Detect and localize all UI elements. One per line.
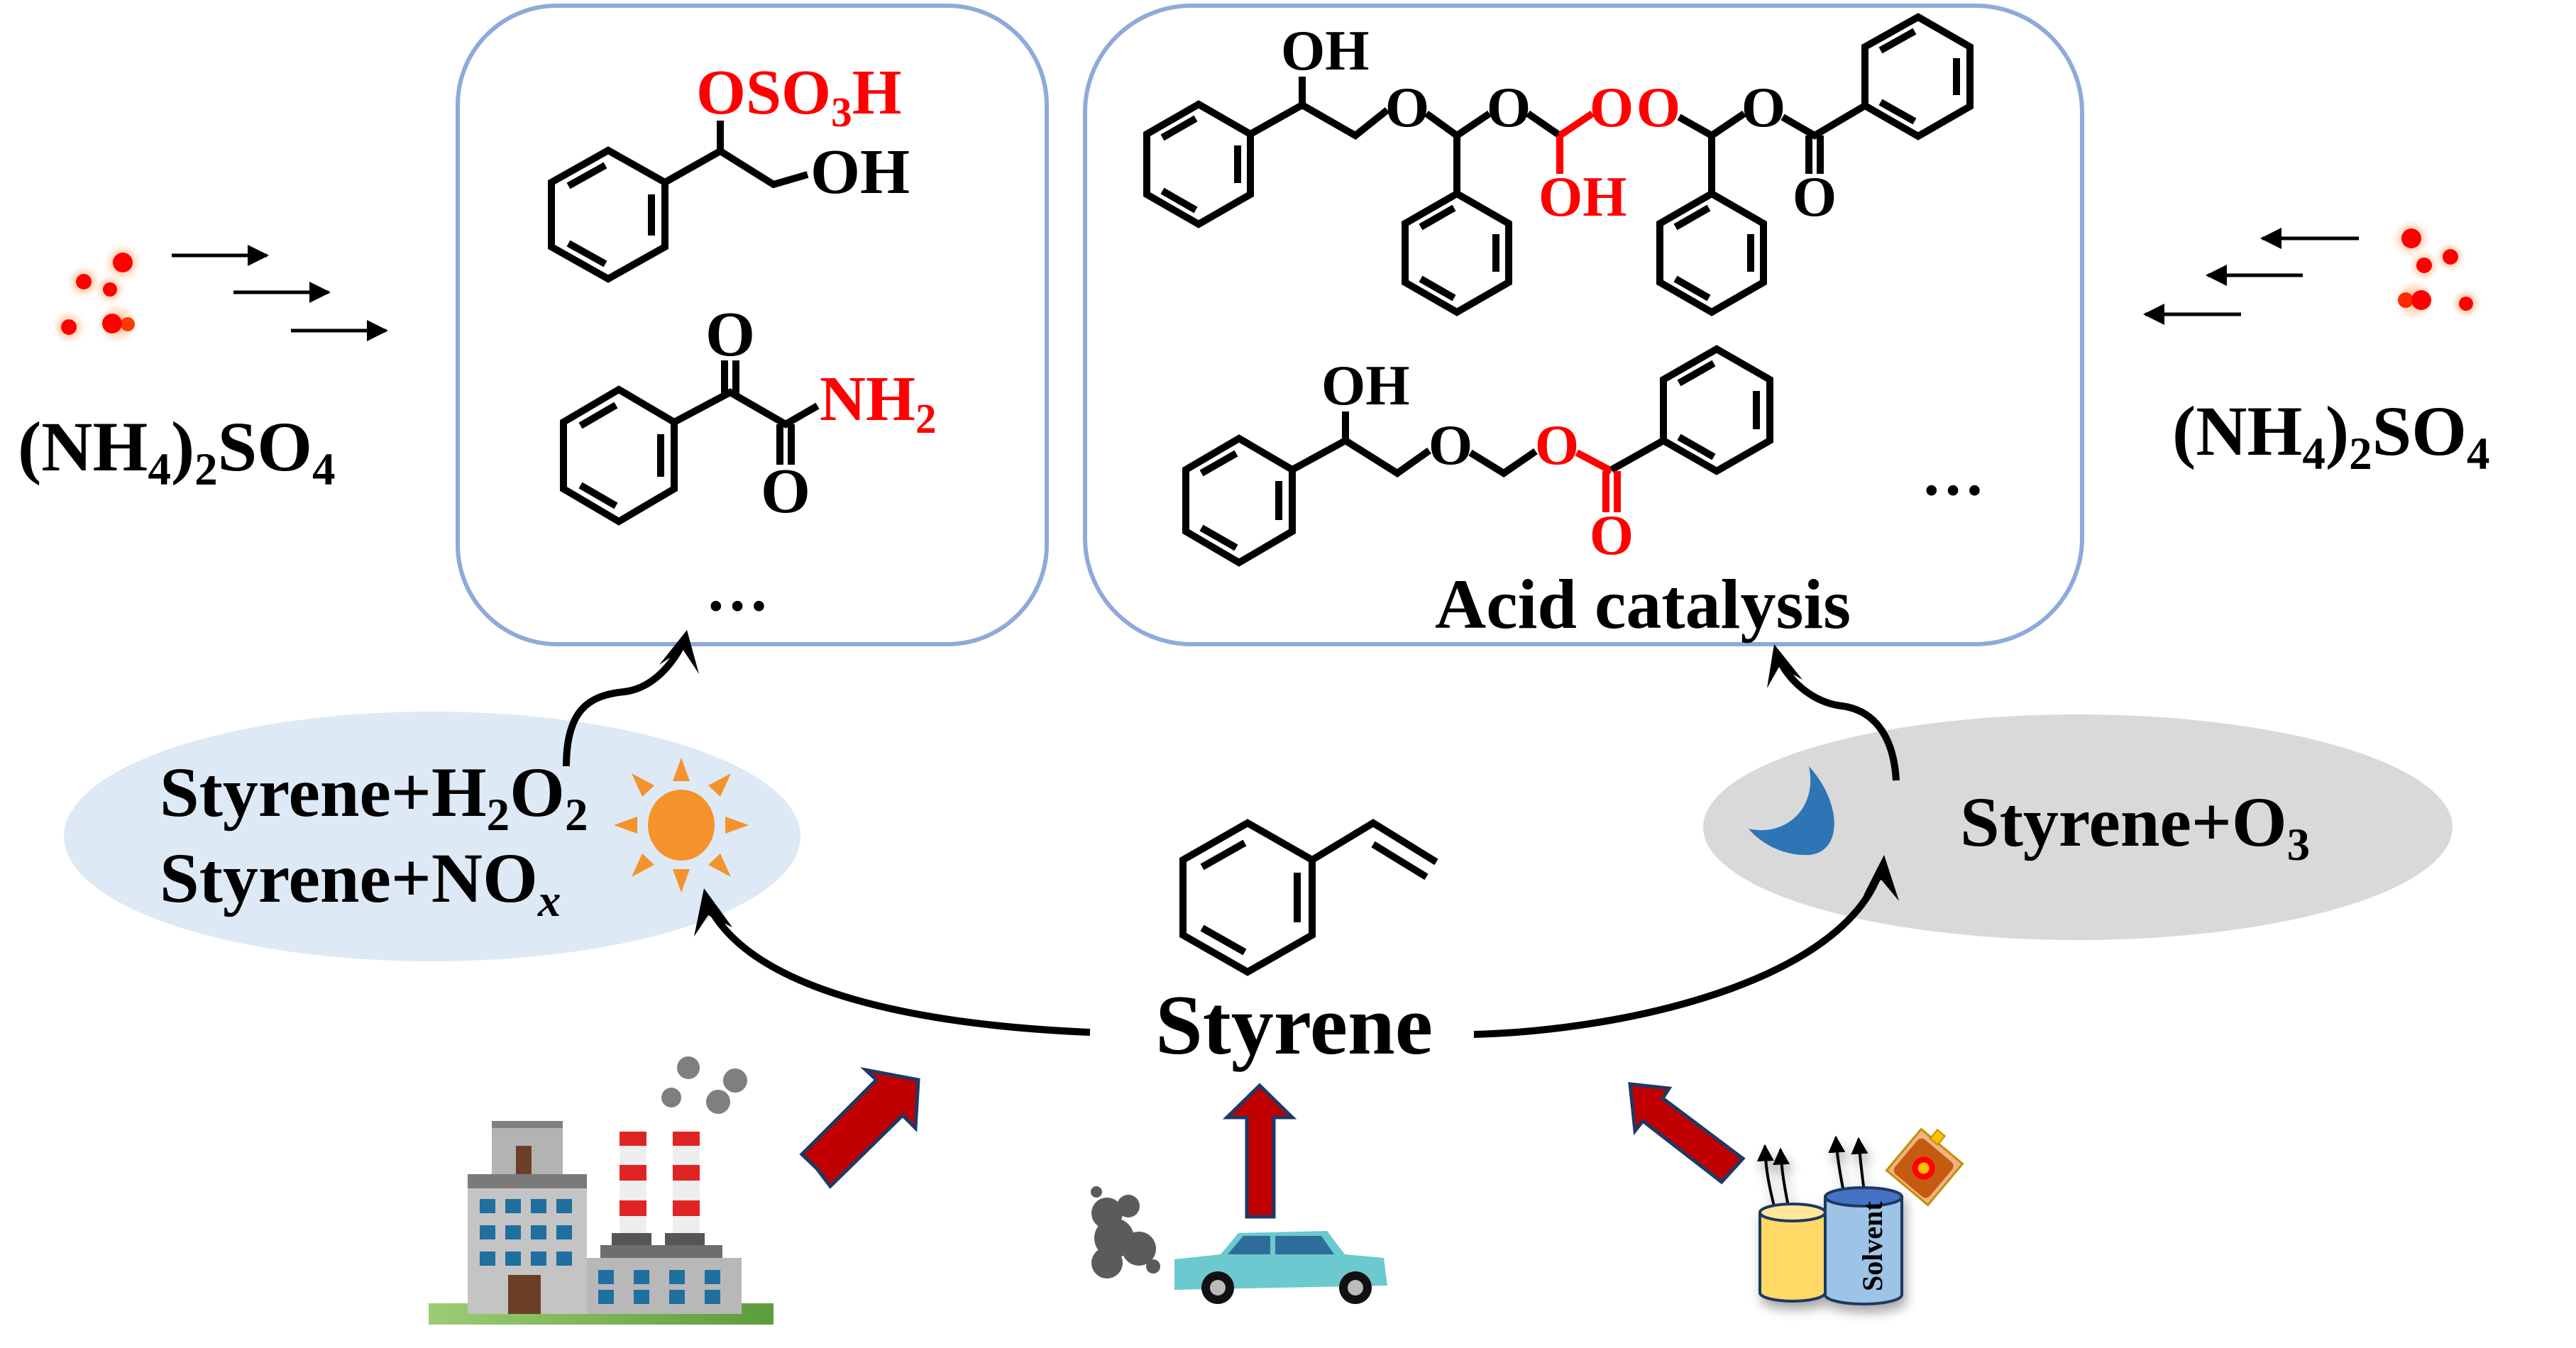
- particle-cluster-icon: [2390, 217, 2483, 323]
- photooxidation-products-box: OSO3H OH O O NH2 …: [456, 4, 1049, 646]
- chimney: [673, 1132, 700, 1234]
- left-ammonium-sulfate-source: (NH4)2SO4: [18, 241, 388, 495]
- formula-text: (NH: [2172, 392, 2302, 470]
- carbonyl-oxygen-label: O: [1793, 166, 1837, 228]
- formula-subscript: 2: [915, 395, 937, 442]
- ether-oxygen-label: O: [1385, 77, 1429, 139]
- ester-oxygen-label: O: [1535, 414, 1579, 477]
- to-daytime-pathway-arrow: [705, 902, 1091, 1036]
- hydroxyl-label: OH: [810, 137, 910, 207]
- solvent-emission-arrow: [1628, 1082, 1746, 1185]
- inflow-arrows-right: [2143, 228, 2359, 325]
- vehicle-emission-arrow: [1222, 1083, 1297, 1219]
- ozonolysis-products-box: OH O O O O OH O O: [1083, 4, 2084, 646]
- products-box-frame: [1083, 4, 2084, 646]
- right-ammonium-sulfate-label: (NH4)2SO4: [2172, 392, 2490, 480]
- sun-icon: [614, 758, 749, 893]
- solvent-can-icon: Solvent: [1756, 1135, 1903, 1305]
- carbonyl-oxygen-label: O: [1590, 504, 1634, 567]
- formula-text: Styrene+H: [160, 753, 487, 832]
- phenylglyoxylamide-molecule: O O NH2: [560, 299, 937, 526]
- styrene-label: Styrene: [1155, 978, 1433, 1072]
- formula-subscript: 4: [148, 444, 171, 495]
- oligomer-molecule: OH O O O O OH O O: [1143, 13, 1974, 316]
- formula-text: OSO: [696, 57, 831, 128]
- smoke-icon: [661, 1056, 747, 1114]
- organosulfate-molecule: OSO3H OH: [548, 57, 910, 283]
- styrene-structure: [1179, 819, 1438, 976]
- arrowhead-icon: [694, 888, 732, 937]
- fuel-can-icon: [1885, 1127, 1964, 1207]
- formula-subscript: 2: [2349, 429, 2372, 480]
- industry-emission-arrow: [799, 1066, 920, 1189]
- formula-text: ): [171, 407, 194, 486]
- formula-text: SO: [2372, 392, 2467, 470]
- chimney: [620, 1132, 646, 1234]
- hydroxyl-label: OH: [1321, 355, 1409, 417]
- car-icon: [1091, 1186, 1387, 1304]
- styrene-nox-label: Styrene+NOx: [160, 839, 561, 927]
- amide-oxygen-label: O: [761, 456, 810, 526]
- nighttime-oxidation-pathway: Styrene+O3: [1703, 714, 2453, 940]
- formula-text: NH: [820, 364, 915, 434]
- arrowhead-icon: [659, 630, 699, 674]
- acid-catalysis-caption: Acid catalysis: [1435, 565, 1851, 643]
- to-nighttime-pathway-arrow: [1473, 868, 1884, 1038]
- formula-subscript: x: [537, 875, 561, 927]
- formula-text: Styrene+O: [1960, 783, 2287, 861]
- formula-text: ): [2325, 392, 2349, 470]
- left-ammonium-sulfate-label: (NH4)2SO4: [18, 407, 336, 495]
- hydroxyl-label: OH: [1281, 20, 1369, 82]
- formula-subscript: 4: [2467, 429, 2490, 480]
- formula-subscript: 4: [312, 444, 336, 495]
- to-ozonolysis-products-arrow: [1774, 654, 1900, 781]
- inflow-arrows-left: [172, 245, 388, 341]
- formula-text: (NH: [18, 407, 148, 486]
- more-products-ellipsis: …: [705, 554, 769, 624]
- moon-icon: [1749, 766, 1834, 856]
- pathway-arrows: [563, 630, 1900, 1038]
- daytime-oxidation-pathway: Styrene+H2O2 Styrene+NOx: [64, 712, 800, 961]
- formula-subscript: 2: [565, 790, 588, 841]
- sulfate-group-label: OSO3H: [696, 57, 902, 136]
- formula-text: Styrene+NO: [160, 839, 538, 917]
- ketone-oxygen-label: O: [705, 299, 755, 370]
- hydroperoxide-hydroxyl-label: OH: [1539, 166, 1626, 228]
- peroxide-oxygen-label: O: [1590, 77, 1634, 139]
- daytime-pathway-ellipse: [64, 712, 800, 961]
- arrowhead-icon: [1767, 644, 1802, 688]
- factory-icon: [429, 1056, 774, 1325]
- arrowhead-icon: [1864, 855, 1899, 901]
- peroxide-oxygen-label: O: [1636, 77, 1680, 139]
- formula-text: SO: [218, 407, 312, 486]
- formula-text: H: [852, 57, 902, 128]
- particle-cluster-icon: [50, 241, 144, 346]
- more-products-ellipsis: …: [1921, 438, 1985, 509]
- ester-oxygen-label: O: [1741, 77, 1785, 139]
- ester-molecule: OH O O O: [1182, 345, 1773, 567]
- formula-subscript: 2: [194, 444, 218, 495]
- exhaust-smoke-icon: [1091, 1186, 1160, 1278]
- formula-subscript: 4: [2302, 429, 2325, 480]
- ether-oxygen-label: O: [1487, 77, 1531, 139]
- solvent-can-label: Solvent: [1856, 1201, 1888, 1291]
- formula-subscript: 2: [487, 790, 510, 841]
- right-ammonium-sulfate-source: (NH4)2SO4: [2143, 217, 2490, 480]
- formula-subscript: 3: [2287, 819, 2311, 871]
- formula-text: O: [510, 753, 565, 832]
- formula-subscript: 3: [831, 89, 852, 136]
- styrene-h2o2-label: Styrene+H2O2: [160, 753, 588, 841]
- styrene-ozone-label: Styrene+O3: [1960, 783, 2310, 871]
- amine-group-label: NH2: [820, 364, 937, 442]
- to-photooxidation-products-arrow: [563, 636, 688, 767]
- ether-oxygen-label: O: [1429, 414, 1473, 477]
- styrene-center: Styrene: [1155, 819, 1438, 1072]
